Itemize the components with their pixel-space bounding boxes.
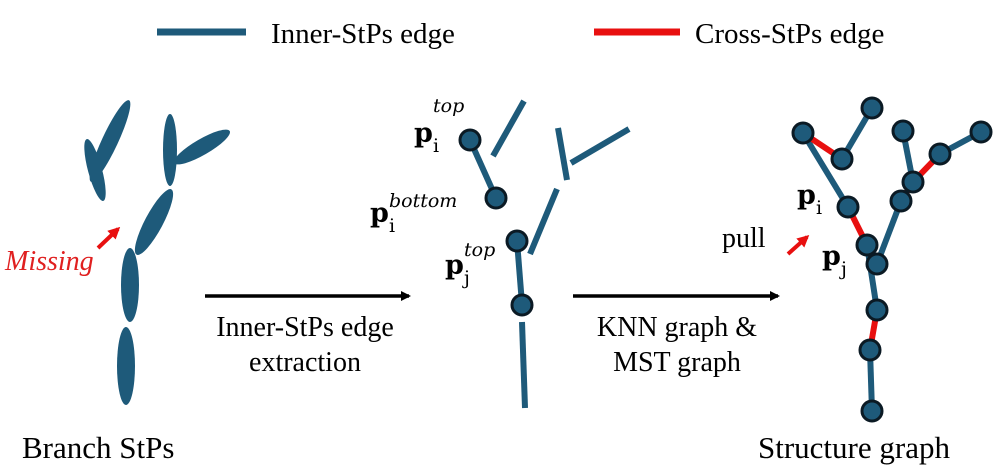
extraction-label-line1: Inner-StPs edge	[216, 312, 394, 343]
stp-ellipse	[84, 139, 106, 201]
graph-node	[891, 119, 915, 143]
arrow-knn-mst: KNN graph & MST graph	[573, 291, 780, 378]
knn-mst-label-line2: MST graph	[613, 347, 741, 378]
endpoint-node	[505, 229, 529, 253]
math-sub-i: i	[433, 135, 439, 157]
pull-label: pull	[722, 223, 766, 254]
stp-ellipse	[121, 248, 139, 322]
label-pi-bottom: p i bottom	[370, 190, 457, 237]
math-p: p	[822, 241, 841, 272]
endpoint-node	[458, 128, 482, 152]
stp-ellipse	[163, 114, 177, 186]
graph-node	[901, 170, 925, 194]
graph-node	[889, 189, 913, 213]
inner-edge	[527, 187, 560, 256]
graph-node	[860, 96, 884, 120]
endpoint-node	[510, 293, 534, 317]
label-pj: p j	[822, 241, 847, 280]
graph-node	[791, 121, 815, 145]
graph-node	[865, 252, 889, 276]
math-sub-j: j	[462, 267, 470, 289]
graph-node-pj	[855, 233, 879, 257]
inner-edge	[800, 131, 851, 209]
graph-node	[928, 142, 952, 166]
extraction-label-line2: extraction	[249, 347, 361, 378]
math-sub-i: i	[816, 197, 822, 219]
legend-cross-label: Cross-StPs edge	[695, 18, 884, 50]
pull-arrow	[786, 234, 810, 256]
branch-stps-panel: Missing Branch StPs	[4, 100, 230, 465]
legend: Inner-StPs edge Cross-StPs edge	[157, 18, 884, 50]
inner-edge	[519, 321, 528, 409]
math-sub-j: j	[839, 258, 847, 280]
structure-graph-caption: Structure graph	[758, 430, 950, 465]
math-sup-top: top	[433, 95, 464, 117]
math-p: p	[414, 118, 433, 149]
structure-graph-panel: p i p j pull Structure graph	[722, 96, 993, 465]
graph-node	[865, 298, 889, 322]
graph-node	[969, 120, 993, 144]
graph-node	[858, 338, 882, 362]
label-pi: p i	[797, 180, 822, 219]
math-sub-i: i	[389, 215, 395, 237]
inner-edges-panel: p i top p i bottom p j top	[370, 95, 631, 409]
graph-node-pi	[836, 195, 860, 219]
inner-edge	[569, 126, 631, 166]
stp-ellipse	[134, 189, 174, 255]
knn-mst-label-line1: KNN graph &	[597, 312, 757, 343]
missing-arrow	[96, 226, 121, 250]
stp-ellipse	[117, 327, 135, 405]
stp-ellipse	[174, 129, 230, 165]
inner-edge	[555, 127, 570, 181]
math-p: p	[797, 180, 816, 211]
missing-label: Missing	[4, 246, 94, 277]
graph-node	[860, 399, 884, 423]
endpoint-node	[484, 186, 508, 210]
label-pi-top: p i top	[414, 95, 464, 157]
label-pj-top: p j top	[445, 239, 495, 289]
stp-ellipse	[89, 100, 131, 182]
branch-stps-caption: Branch StPs	[22, 430, 174, 465]
legend-inner-label: Inner-StPs edge	[271, 18, 455, 50]
math-p: p	[370, 198, 389, 229]
graph-node	[830, 147, 854, 171]
inner-edge	[490, 99, 527, 158]
math-sup-top: top	[464, 239, 495, 261]
math-sup-bottom: bottom	[389, 190, 457, 212]
math-p: p	[445, 250, 464, 281]
arrow-edge-extraction: Inner-StPs edge extraction	[205, 291, 411, 378]
